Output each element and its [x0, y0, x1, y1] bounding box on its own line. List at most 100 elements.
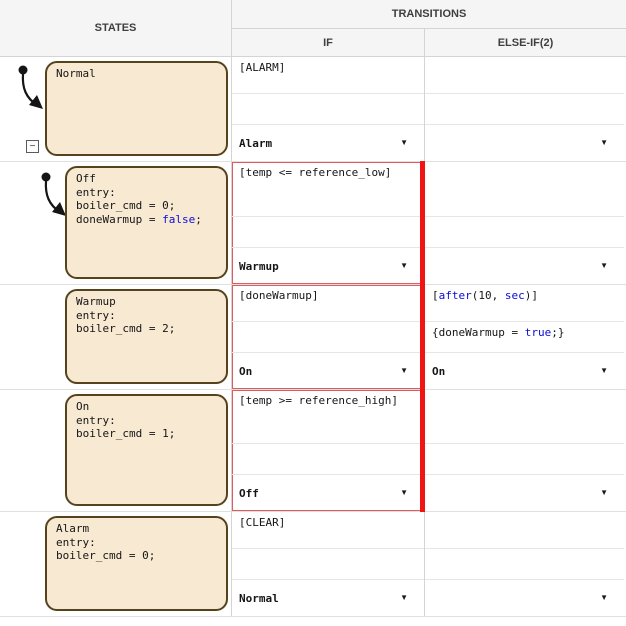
collapse-button[interactable]: − [26, 140, 39, 153]
destination-dropdown[interactable]: ▼ [425, 248, 624, 284]
state-code-line: Alarm [56, 522, 90, 535]
if-cell[interactable]: [ALARM] Alarm ▼ [232, 57, 425, 161]
condition-cell[interactable]: [temp <= reference_low] [232, 162, 424, 217]
action-cell[interactable] [232, 94, 424, 125]
destination-dropdown[interactable]: ▼ [425, 125, 624, 161]
destination-label: Warmup [239, 259, 279, 273]
dropdown-caret-icon: ▼ [600, 593, 608, 602]
transitions-header: TRANSITIONS [232, 0, 626, 29]
if-cell[interactable]: [CLEAR] Normal ▼ [232, 512, 425, 616]
destination-dropdown[interactable]: ▼ [425, 475, 624, 511]
condition-cell[interactable]: [CLEAR] [232, 512, 424, 549]
condition-code: [doneWarmup] [239, 289, 319, 302]
if-cell[interactable]: [temp <= reference_low] Warmup ▼ [232, 161, 425, 285]
condition-code: [temp >= reference_high] [239, 394, 398, 407]
action-code: {doneWarmup = true;} [432, 326, 565, 339]
destination-dropdown[interactable]: Normal ▼ [232, 580, 424, 616]
dropdown-caret-icon: ▼ [400, 366, 408, 375]
state-code-line: boiler_cmd = 0; [56, 549, 156, 562]
action-cell[interactable] [425, 217, 624, 248]
destination-label: Alarm [239, 136, 273, 150]
state-code-line: entry: [76, 185, 116, 199]
states-cell: − Normal [0, 57, 232, 161]
state-code: Normal [56, 67, 217, 81]
dropdown-caret-icon: ▼ [400, 488, 408, 497]
selection-bar [420, 284, 425, 390]
destination-dropdown[interactable]: ▼ [425, 580, 624, 616]
condition-code: [ALARM] [239, 61, 286, 74]
condition-cell[interactable] [425, 162, 624, 217]
destination-dropdown[interactable]: Alarm ▼ [232, 125, 424, 161]
transitions-subheader: IF ELSE-IF(2) [232, 29, 626, 57]
condition-cell[interactable]: [ALARM] [232, 57, 424, 94]
selection-bar [420, 161, 425, 285]
condition-cell[interactable] [425, 390, 624, 444]
elseif-cell[interactable]: [after(10, sec)] {doneWarmup = true;} On… [425, 285, 624, 389]
dropdown-caret-icon: ▼ [400, 593, 408, 602]
elseif-cell[interactable]: ▼ [425, 512, 624, 616]
action-cell[interactable] [425, 549, 624, 580]
condition-cell[interactable]: [temp >= reference_high] [232, 390, 424, 444]
action-cell[interactable] [232, 549, 424, 580]
action-cell[interactable] [425, 94, 624, 125]
condition-code: [temp <= reference_low] [239, 166, 392, 179]
dropdown-caret-icon: ▼ [400, 138, 408, 147]
table-body: − Normal [ALARM] Alarm ▼ [0, 57, 626, 617]
state-code-line: On [76, 400, 90, 413]
condition-cell[interactable]: [doneWarmup] [232, 285, 424, 322]
destination-dropdown[interactable]: Off ▼ [232, 475, 424, 511]
dropdown-caret-icon: ▼ [600, 366, 608, 375]
destination-dropdown[interactable]: On ▼ [232, 353, 424, 389]
destination-dropdown[interactable]: On ▼ [425, 353, 624, 389]
condition-code: [CLEAR] [239, 516, 286, 529]
condition-cell[interactable] [425, 512, 624, 549]
destination-label: Normal [239, 591, 279, 605]
dropdown-caret-icon: ▼ [600, 261, 608, 270]
elseif-cell[interactable]: ▼ [425, 162, 624, 284]
destination-label: Off [239, 486, 259, 500]
state-box[interactable]: Normal [45, 61, 228, 156]
selection-bar [420, 389, 425, 512]
state-code-line: boiler_cmd = 1; [76, 427, 176, 440]
action-cell[interactable]: {doneWarmup = true;} [425, 322, 624, 353]
transitions-header-group: TRANSITIONS IF ELSE-IF(2) [232, 0, 626, 57]
if-cell[interactable]: [doneWarmup] On ▼ [232, 284, 425, 390]
action-cell[interactable] [232, 444, 424, 475]
destination-label: On [432, 364, 446, 378]
action-cell[interactable] [232, 322, 424, 353]
collapse-minus-icon: − [29, 140, 36, 152]
condition-cell[interactable]: [after(10, sec)] [425, 285, 624, 322]
state-code-line: entry: [76, 413, 116, 427]
condition-cell[interactable] [425, 57, 624, 94]
condition-code: [after(10, sec)] [432, 289, 538, 302]
state-code-line: Warmup [76, 295, 116, 308]
action-cell[interactable] [425, 444, 624, 475]
elseif-column-header: ELSE-IF(2) [497, 36, 554, 49]
elseif-cell[interactable]: ▼ [425, 390, 624, 511]
state-code-line: Normal [56, 67, 96, 80]
action-cell[interactable] [232, 217, 424, 248]
if-cell[interactable]: [temp >= reference_high] Off ▼ [232, 389, 425, 512]
state-code-line: boiler_cmd = 2; [76, 322, 176, 335]
default-transition-icon [41, 172, 66, 216]
destination-dropdown[interactable]: Warmup ▼ [232, 248, 424, 284]
dropdown-caret-icon: ▼ [400, 261, 408, 270]
table-row: − Normal [ALARM] Alarm ▼ [0, 57, 626, 162]
elseif-cell[interactable]: ▼ [425, 57, 624, 161]
default-transition-icon [18, 65, 43, 109]
